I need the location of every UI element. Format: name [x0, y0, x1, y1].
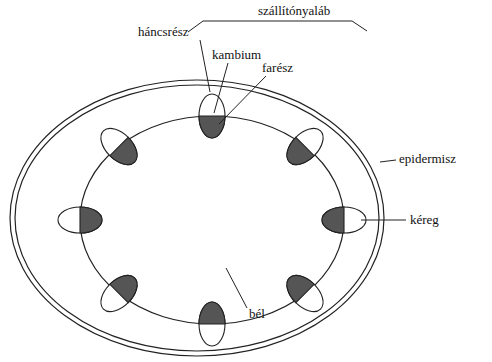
leader-line: [219, 76, 266, 124]
part-name: kéreg: [410, 212, 439, 227]
vascular-bundle: [94, 122, 143, 171]
part-name: bél: [249, 306, 265, 321]
leader-line: [214, 63, 228, 113]
leader-line: [226, 268, 247, 308]
part-name: kambium: [212, 47, 261, 62]
part-name: szállítónyaláb: [258, 3, 330, 18]
cambium-ring: [80, 116, 344, 324]
vascular-bundle: [199, 94, 225, 138]
vascular-bundle: [280, 269, 329, 318]
part-name: farész: [262, 60, 293, 75]
epidermis-inner: [15, 85, 379, 351]
vascular-bundle: [199, 302, 225, 346]
vascular-bundle: [322, 207, 366, 233]
vascular-bundle: [58, 207, 102, 233]
epidermis-outer: [10, 80, 384, 356]
leader-line: [361, 220, 406, 221]
vascular-bundle: [280, 122, 329, 171]
part-name: epidermisz: [399, 151, 456, 166]
part-name: háncsrész: [138, 24, 189, 39]
leader-line: [200, 40, 210, 92]
bracket: [188, 21, 367, 32]
vascular-bundle: [94, 269, 143, 318]
leader-line: [380, 160, 396, 162]
